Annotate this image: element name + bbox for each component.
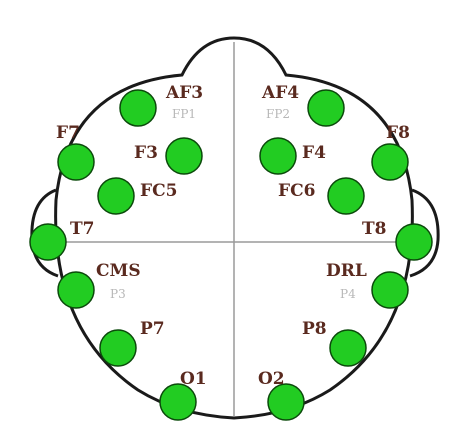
electrode-f4: F4 (259, 137, 326, 175)
right-ear (409, 188, 440, 278)
electrode-p8: P8 (302, 319, 367, 367)
electrode-o2: O2 (258, 369, 305, 421)
electrode-fc5: FC5 (97, 177, 177, 215)
electrode-p7: P7 (99, 319, 165, 367)
label-f8: F8 (386, 123, 410, 143)
label-af4: AF4 (261, 83, 299, 103)
electrode-af4: AF4 FP2 (261, 83, 345, 127)
electrode-f7: F7 (56, 123, 95, 181)
electrode-drl: DRL P4 (326, 261, 409, 309)
label-t8: T8 (362, 219, 386, 239)
label-p8: P8 (302, 319, 327, 339)
label-fc6: FC6 (278, 181, 315, 201)
label-drl: DRL (326, 261, 367, 281)
label-f7: F7 (56, 123, 80, 143)
label-p7: P7 (140, 319, 165, 339)
sublabel-fp2: FP2 (266, 107, 290, 121)
label-cms: CMS (96, 261, 141, 281)
electrode-f3: F3 (134, 137, 203, 175)
label-af3: AF3 (165, 83, 203, 103)
label-t7: T7 (70, 219, 94, 239)
electrode-fc6: FC6 (278, 177, 365, 215)
label-f4: F4 (302, 143, 326, 163)
electrode-o1: O1 (159, 369, 207, 421)
sublabel-p4: P4 (340, 287, 356, 301)
label-o1: O1 (180, 369, 207, 389)
label-o2: O2 (258, 369, 285, 389)
label-f3: F3 (134, 143, 158, 163)
sublabel-p3: P3 (110, 287, 126, 301)
label-fc5: FC5 (140, 181, 177, 201)
sublabel-fp1: FP1 (172, 107, 196, 121)
electrode-af3: AF3 FP1 (119, 83, 203, 127)
electrode-t8: T8 (362, 219, 433, 261)
electrode-f8: F8 (371, 123, 410, 181)
electrode-t7: T7 (29, 219, 94, 261)
electrode-cms: CMS P3 (57, 261, 141, 309)
